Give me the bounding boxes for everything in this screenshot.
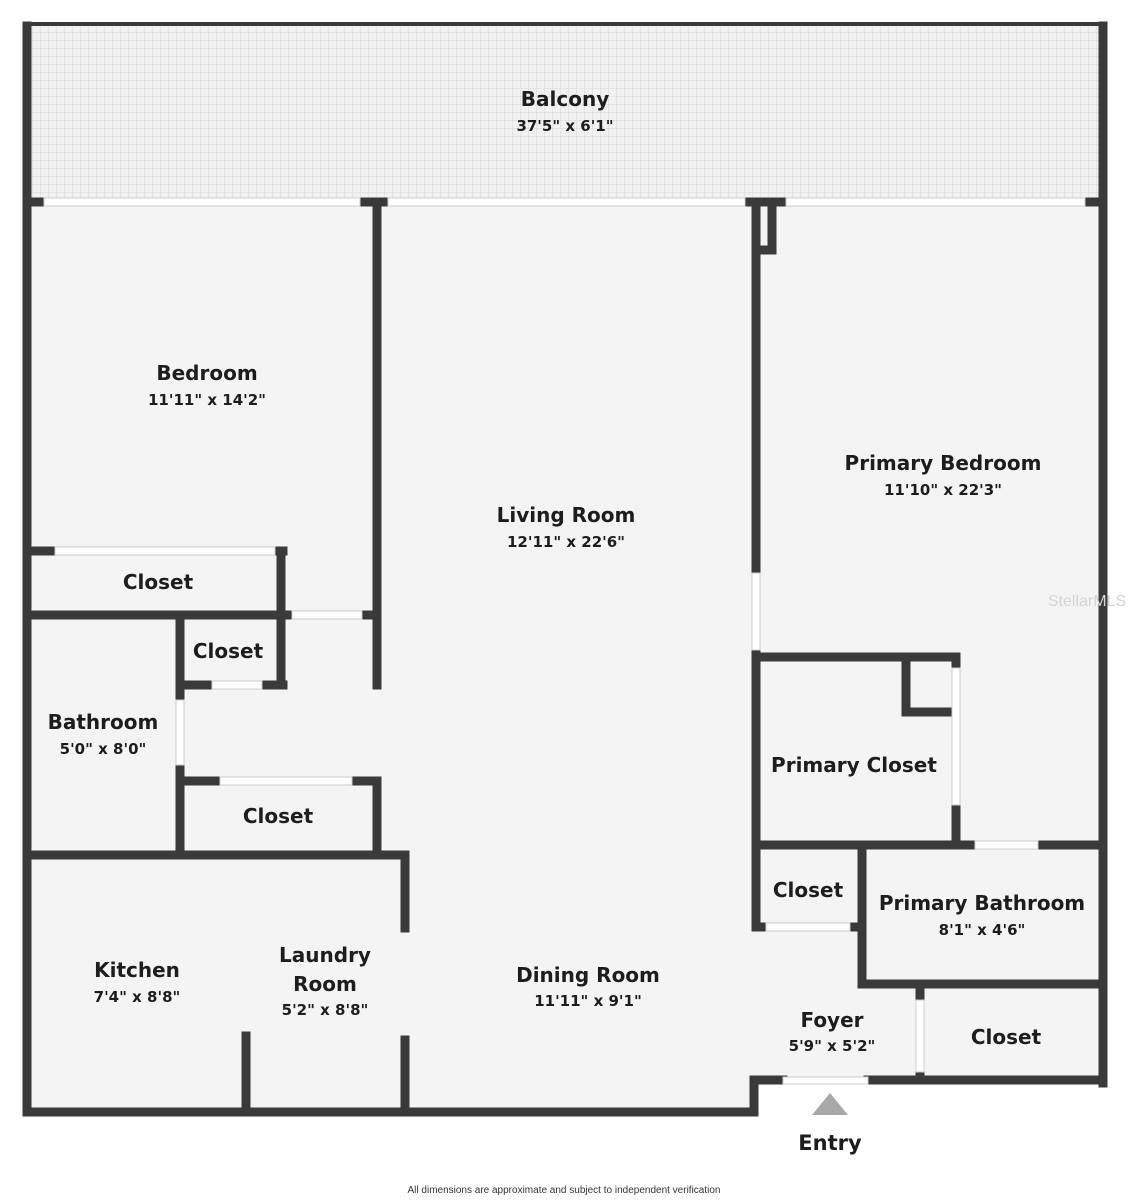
windows	[43, 197, 1086, 1085]
primary-closet-name: Primary Closet	[771, 753, 937, 777]
foyer-closet-name: Closet	[971, 1025, 1042, 1049]
primary-bedroom-name: Primary Bedroom	[845, 451, 1042, 475]
walls	[22, 21, 1108, 1117]
living-room-name: Living Room	[497, 503, 636, 527]
balcony-name: Balcony	[521, 87, 609, 111]
living-room-dims: 12'11" x 22'6"	[507, 533, 625, 551]
entry-arrow-icon	[812, 1093, 848, 1115]
laundry-room-dims: 5'2" x 8'8"	[282, 1001, 369, 1019]
dining-room-name: Dining Room	[516, 963, 660, 987]
bedroom-dims: 11'11" x 14'2"	[148, 391, 266, 409]
bathroom-name: Bathroom	[48, 710, 159, 734]
laundry-room-name-line1: Laundry	[279, 943, 371, 967]
primary-bathroom-dims: 8'1" x 4'6"	[939, 921, 1026, 939]
balcony-floor	[27, 26, 1103, 200]
laundry-room-name-line2: Room	[293, 972, 357, 996]
hall-closet-name: Closet	[193, 639, 264, 663]
bedroom-name: Bedroom	[156, 361, 257, 385]
bath-closet-name: Closet	[243, 804, 314, 828]
primary-bedroom-dims: 11'10" x 22'3"	[884, 481, 1002, 499]
entry-label: Entry	[798, 1131, 862, 1155]
bathroom-dims: 5'0" x 8'0"	[60, 740, 147, 758]
dining-room-dims: 11'11" x 9'1"	[534, 992, 642, 1010]
foyer-dims: 5'9" x 5'2"	[789, 1037, 876, 1055]
primary-small-closet-name: Closet	[773, 878, 844, 902]
foyer-name: Foyer	[800, 1008, 863, 1032]
kitchen-dims: 7'4" x 8'8"	[94, 988, 181, 1006]
watermark: StellarMLS	[1048, 593, 1126, 610]
kitchen-name: Kitchen	[94, 958, 180, 982]
exterior-notch	[756, 1083, 1116, 1123]
bedroom-closet-name: Closet	[123, 570, 194, 594]
disclaimer: All dimensions are approximate and subje…	[408, 1185, 721, 1196]
primary-bathroom-name: Primary Bathroom	[879, 891, 1085, 915]
balcony-dims: 37'5" x 6'1"	[516, 117, 613, 135]
